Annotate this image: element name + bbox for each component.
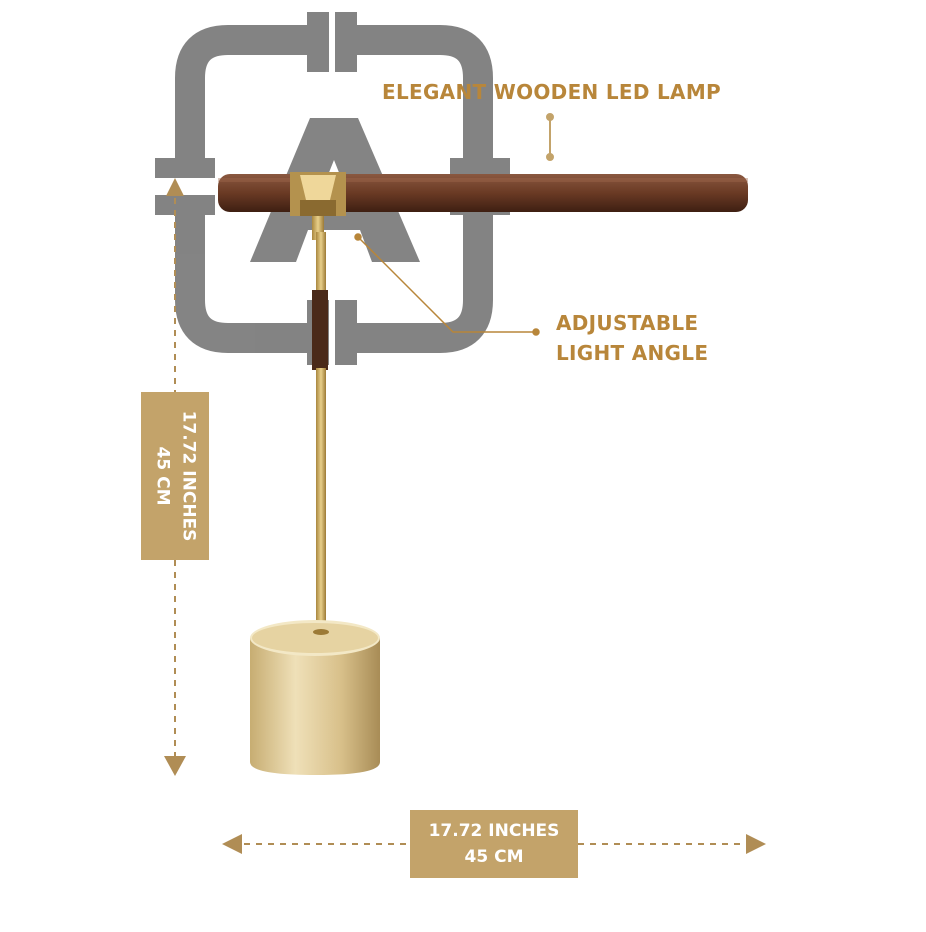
width-cm-label: 45 CM (464, 847, 524, 867)
cylinder-base (250, 620, 380, 775)
rod-sleeve (312, 290, 328, 370)
height-dimension-arrow (164, 178, 186, 776)
brass-joint (290, 172, 346, 240)
wooden-light-bar (218, 174, 748, 212)
angle-callout-line1: ADJUSTABLE (556, 311, 699, 335)
callout-leader-icon (354, 233, 540, 336)
lower-rod (316, 368, 326, 630)
watermark-letter-icon (250, 118, 420, 262)
callout-leader-icon (546, 113, 554, 161)
width-inches-label: 17.72 INCHES (428, 821, 560, 841)
width-dimension-arrow (222, 834, 766, 854)
height-dimension-label: 17.72 INCHES 45 CM (141, 392, 209, 560)
upper-rod (316, 232, 326, 292)
angle-callout-line2: LIGHT ANGLE (556, 341, 709, 365)
product-title-callout: ELEGANT WOODEN LED LAMP (382, 80, 721, 104)
height-inches-label: 17.72 INCHES (178, 410, 198, 542)
height-cm-label: 45 CM (152, 446, 172, 506)
width-dimension-label: 17.72 INCHES 45 CM (410, 810, 578, 878)
adjustable-angle-callout: ADJUSTABLE LIGHT ANGLE (556, 308, 708, 368)
